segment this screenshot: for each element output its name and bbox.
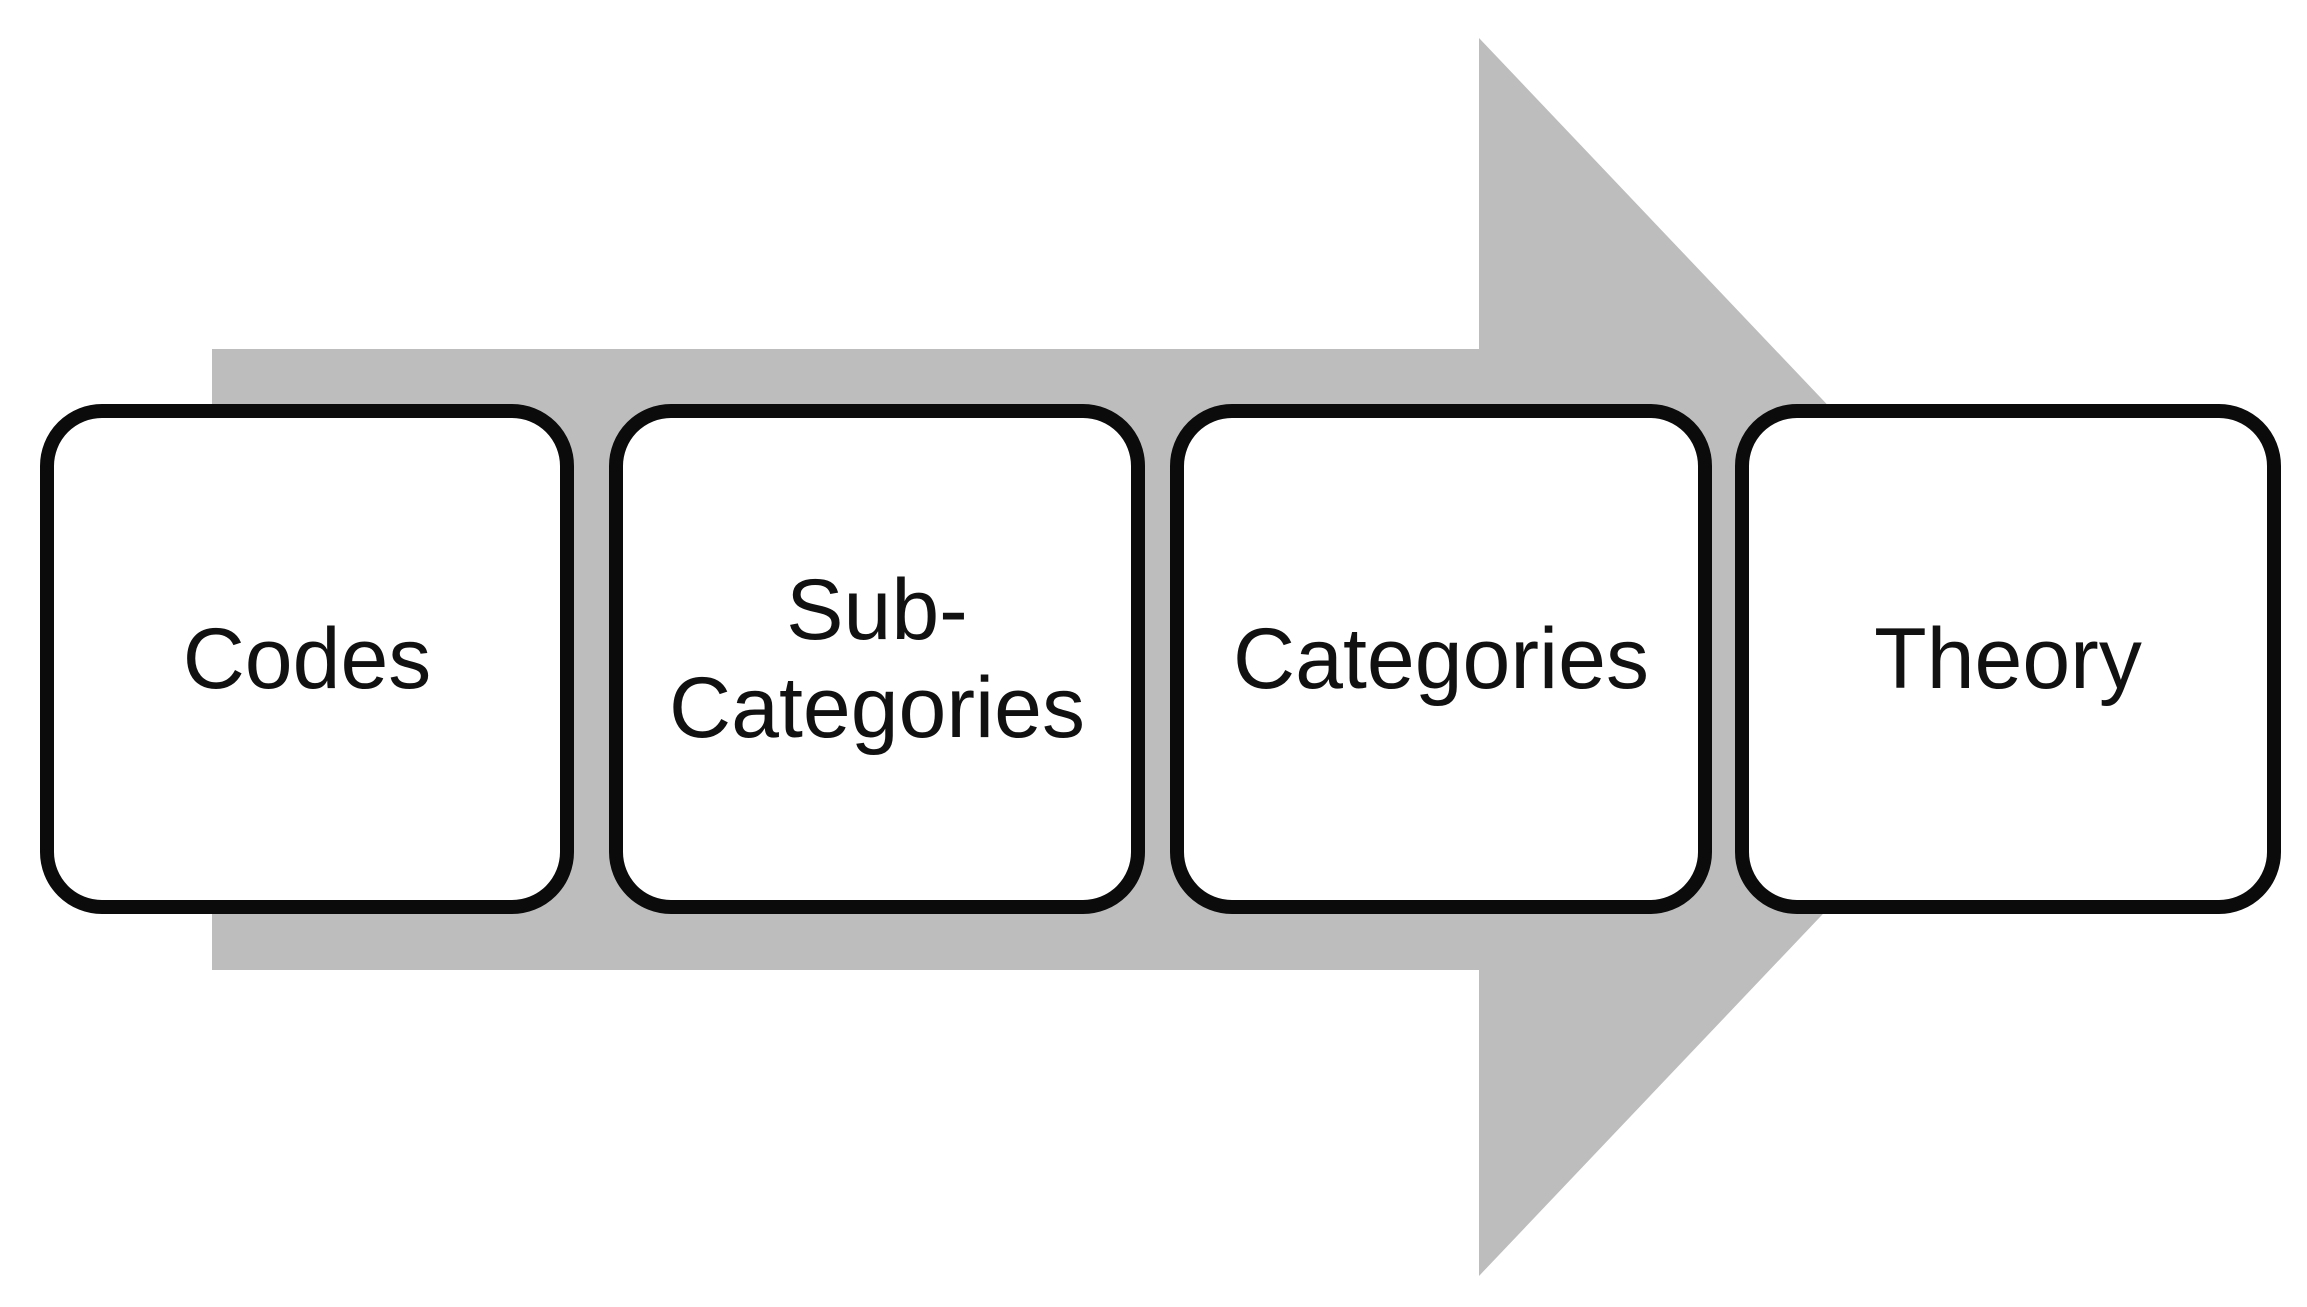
step-box-theory: Theory <box>1735 404 2281 914</box>
step-label-theory: Theory <box>1874 610 2142 707</box>
step-box-sub-categories: Sub- Categories <box>609 404 1145 914</box>
step-box-categories: Categories <box>1170 404 1712 914</box>
step-box-codes: Codes <box>40 404 574 914</box>
step-label-categories: Categories <box>1233 610 1649 707</box>
step-label-codes: Codes <box>182 610 432 707</box>
step-label-sub-categories: Sub- Categories <box>669 561 1085 756</box>
